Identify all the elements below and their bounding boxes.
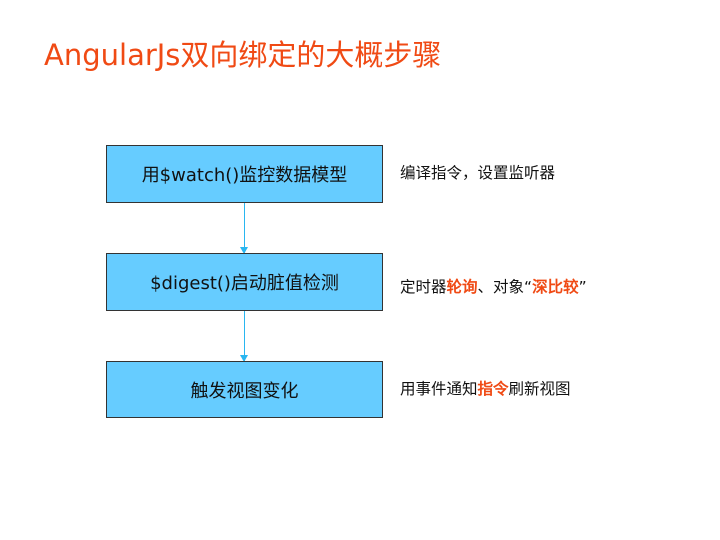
step-box-watch: 用$watch()监控数据模型 (106, 145, 383, 203)
flow-arrow (240, 311, 248, 362)
note-highlight: 指令 (477, 380, 509, 398)
step-note-watch: 编译指令，设置监听器 (400, 161, 555, 183)
note-highlight: 深比较 (532, 278, 579, 296)
note-text: 用事件通知 (400, 380, 478, 398)
note-text: 编译指令，设置监听器 (400, 164, 556, 182)
step-note-digest: 定时器轮询、对象“深比较” (400, 275, 587, 297)
note-highlight: 轮询 (446, 278, 478, 296)
slide-title: AngularJs双向绑定的大概步骤 (44, 38, 442, 72)
note-text: 定时器 (400, 278, 447, 296)
step-box-render: 触发视图变化 (106, 361, 383, 418)
step-box-digest: $digest()启动脏值检测 (106, 253, 383, 311)
note-text: 、对象“ (477, 278, 533, 296)
step-note-render: 用事件通知指令刷新视图 (400, 377, 571, 399)
flow-arrow (240, 203, 248, 254)
note-text: ” (578, 278, 587, 296)
note-text: 刷新视图 (508, 380, 571, 398)
